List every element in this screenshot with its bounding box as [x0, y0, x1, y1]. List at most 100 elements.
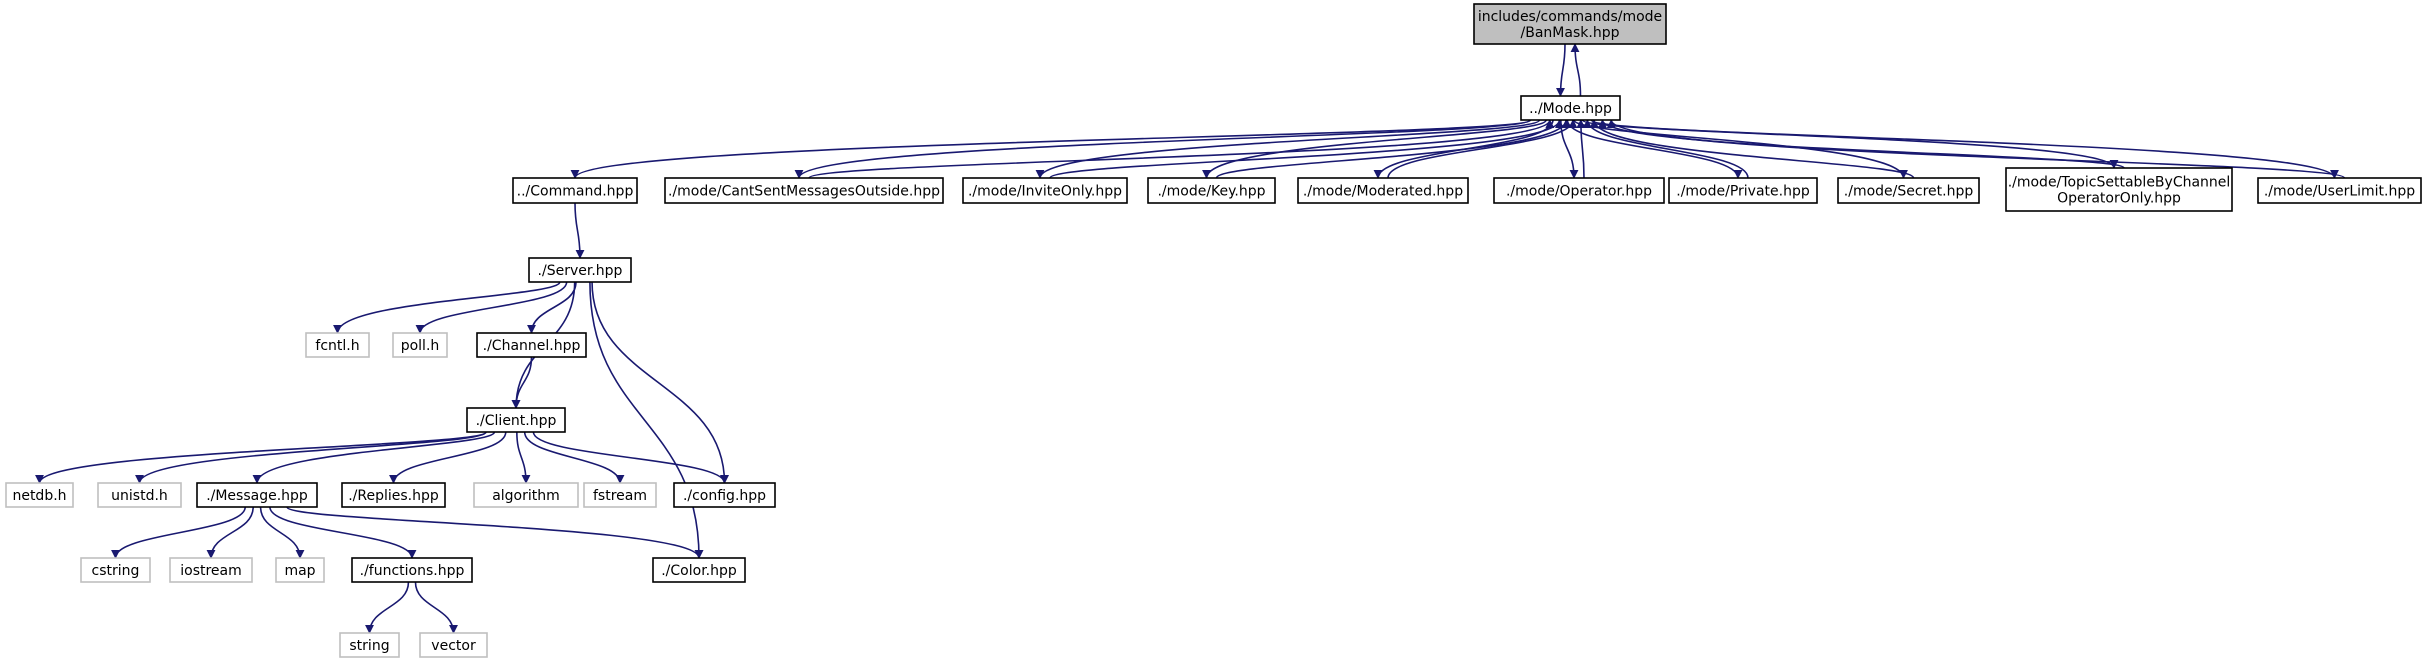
node-cstring: cstring	[80, 557, 151, 583]
node-channel[interactable]: ./Channel.hpp	[476, 332, 587, 358]
node-label-iostream: iostream	[180, 563, 242, 579]
node-box-algorithm	[473, 482, 579, 508]
node-label-algorithm: algorithm	[492, 488, 560, 504]
node-box-operator	[1493, 177, 1665, 204]
node-label-functions: ./functions.hpp	[360, 563, 465, 579]
node-label-unistd: unistd.h	[111, 488, 168, 504]
node-operator[interactable]: ./mode/Operator.hpp	[1493, 177, 1665, 204]
node-box-vector	[419, 632, 488, 658]
edge-key-to-mode	[1215, 119, 1571, 179]
edge-functions-to-string	[365, 581, 410, 634]
node-secret[interactable]: ./mode/Secret.hpp	[1837, 177, 1980, 204]
node-box-functions	[351, 557, 473, 583]
node-box-moderated	[1297, 177, 1469, 204]
node-box-cstring	[80, 557, 151, 583]
node-box-fstream	[583, 482, 657, 508]
node-box-cantsent	[664, 177, 944, 204]
node-box-channel	[476, 332, 587, 358]
node-box-banmask	[1473, 3, 1667, 45]
node-inviteonly[interactable]: ./mode/InviteOnly.hpp	[962, 177, 1128, 204]
node-label-cantsent: ./mode/CantSentMessagesOutside.hpp	[668, 184, 940, 200]
edge-message-to-color	[286, 506, 704, 559]
node-box-iostream	[169, 557, 253, 583]
node-label-key: ./mode/Key.hpp	[1157, 184, 1265, 200]
node-functions[interactable]: ./functions.hpp	[351, 557, 473, 583]
node-client[interactable]: ./Client.hpp	[466, 407, 566, 433]
node-box-private	[1668, 177, 1818, 204]
edge-message-to-functions	[269, 506, 417, 559]
node-cantsent[interactable]: ./mode/CantSentMessagesOutside.hpp	[664, 177, 944, 204]
node-box-server	[528, 257, 632, 283]
edge-moderated-to-mode	[1387, 119, 1578, 179]
edge-mode-to-command	[570, 119, 1532, 179]
edge-client-to-message	[252, 431, 496, 484]
node-moderated[interactable]: ./mode/Moderated.hpp	[1297, 177, 1469, 204]
node-label-private: ./mode/Private.hpp	[1676, 184, 1810, 200]
node-box-map	[275, 557, 325, 583]
edges-layer	[35, 43, 2346, 634]
node-box-netdb	[5, 482, 74, 508]
node-label-server: ./Server.hpp	[538, 263, 623, 279]
node-label-fstream: fstream	[593, 488, 647, 504]
node-userlimit[interactable]: ./mode/UserLimit.hpp	[2257, 177, 2422, 204]
node-key[interactable]: ./mode/Key.hpp	[1147, 177, 1276, 204]
node-config[interactable]: ./config.hpp	[673, 482, 776, 508]
node-label-color: ./Color.hpp	[661, 563, 737, 579]
node-mode[interactable]: ../Mode.hpp	[1520, 95, 1621, 121]
node-box-topic	[2005, 167, 2233, 212]
node-label-userlimit: ./mode/UserLimit.hpp	[2264, 184, 2415, 200]
node-label-message: ./Message.hpp	[206, 488, 308, 504]
node-algorithm: algorithm	[473, 482, 579, 508]
edge-secret-to-mode	[1589, 119, 1915, 179]
node-label-mode: ../Mode.hpp	[1529, 101, 1612, 117]
edge-mode-to-operator	[1560, 119, 1579, 179]
node-label-client: ./Client.hpp	[476, 413, 557, 429]
node-banmask[interactable]: includes/commands/mode/BanMask.hpp	[1473, 3, 1667, 45]
node-label-banmask-line1: includes/commands/mode	[1478, 9, 1662, 25]
node-message[interactable]: ./Message.hpp	[196, 482, 318, 508]
node-box-string	[339, 632, 400, 658]
node-box-mode	[1520, 95, 1621, 121]
edge-server-to-poll	[415, 281, 568, 334]
node-label-map: map	[284, 563, 315, 579]
node-label-secret: ./mode/Secret.hpp	[1844, 184, 1974, 200]
edge-client-to-unistd	[135, 431, 487, 484]
node-server[interactable]: ./Server.hpp	[528, 257, 632, 283]
nodes-layer: includes/commands/mode/BanMask.hpp ../Mod…	[5, 3, 2422, 658]
node-topic[interactable]: ./mode/TopicSettableByChannelOperatorOnl…	[2005, 167, 2233, 212]
node-box-unistd	[97, 482, 182, 508]
node-box-replies	[341, 482, 446, 508]
node-label-fcntl: fcntl.h	[315, 338, 359, 354]
edge-inviteonly-to-mode	[1049, 119, 1564, 179]
edge-server-to-color	[589, 281, 704, 559]
edge-mode-to-moderated	[1373, 119, 1554, 179]
node-map: map	[275, 557, 325, 583]
node-box-color	[652, 557, 746, 583]
node-replies[interactable]: ./Replies.hpp	[341, 482, 446, 508]
node-vector: vector	[419, 632, 488, 658]
node-private[interactable]: ./mode/Private.hpp	[1668, 177, 1818, 204]
node-box-inviteonly	[962, 177, 1128, 204]
edge-private-to-mode	[1582, 119, 1749, 179]
node-label-cstring: cstring	[92, 563, 140, 579]
node-poll: poll.h	[392, 332, 448, 358]
node-box-config	[673, 482, 776, 508]
edge-client-to-fstream	[523, 431, 625, 484]
edge-message-to-cstring	[111, 506, 247, 559]
node-unistd: unistd.h	[97, 482, 182, 508]
node-label-replies: ./Replies.hpp	[348, 488, 439, 504]
edge-userlimit-to-mode	[1606, 119, 2346, 179]
node-label-banmask-line2: /BanMask.hpp	[1521, 25, 1620, 41]
node-label-channel: ./Channel.hpp	[483, 338, 581, 354]
edge-client-to-algorithm	[516, 431, 531, 484]
node-label-config: ./config.hpp	[683, 488, 766, 504]
edge-client-to-config	[532, 431, 729, 484]
edge-server-to-config	[591, 281, 729, 484]
node-color[interactable]: ./Color.hpp	[652, 557, 746, 583]
node-command[interactable]: ../Command.hpp	[512, 177, 638, 204]
node-box-userlimit	[2257, 177, 2422, 204]
node-netdb: netdb.h	[5, 482, 74, 508]
node-label-topic-line1: ./mode/TopicSettableByChannel	[2008, 175, 2231, 191]
